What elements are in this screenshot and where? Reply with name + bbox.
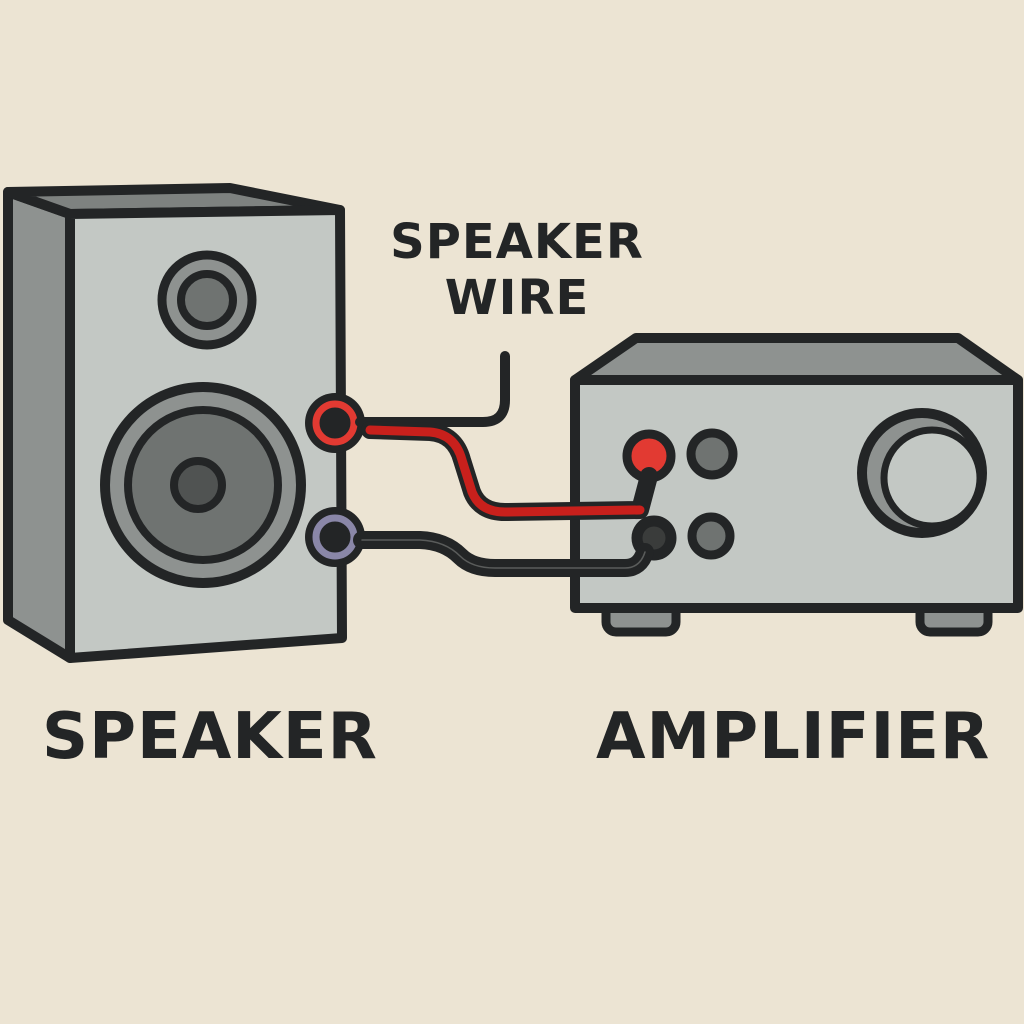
speaker xyxy=(3,183,365,663)
amplifier-label: AMPLIFIER xyxy=(596,700,991,774)
speaker-label: SPEAKER xyxy=(42,700,378,774)
speaker-wire-label-line2: WIRE xyxy=(444,270,590,326)
speaker-wire xyxy=(353,351,658,577)
speaker-wire-label-line1: SPEAKER xyxy=(390,214,644,270)
speaker-side-panel xyxy=(3,187,75,663)
speaker-wire-label: SPEAKER WIRE xyxy=(382,214,652,326)
amp-top-panel xyxy=(570,333,1023,385)
amp-terminal-4 xyxy=(687,512,735,560)
amp-terminal-2 xyxy=(686,428,738,480)
